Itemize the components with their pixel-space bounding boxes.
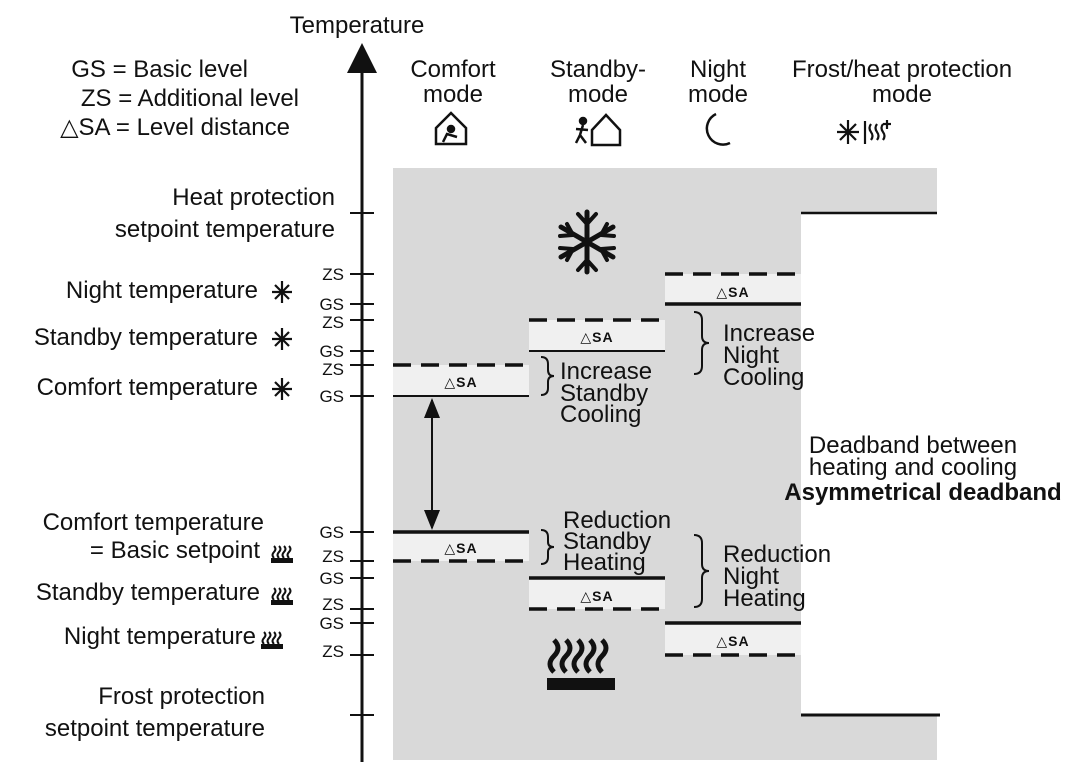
tick-label-zs: ZS [322, 313, 344, 332]
comfort-cooling-sa-band [393, 365, 529, 396]
tick-label-zs: ZS [322, 360, 344, 379]
tick-label-zs: ZS [322, 642, 344, 661]
tick-label-zs: ZS [322, 547, 344, 566]
frost-protection-label-line2: setpoint temperature [45, 715, 265, 742]
legend-zs: ZS = Additional level [81, 85, 299, 112]
heater-icon [547, 638, 615, 690]
standby-heating-label: Standby temperature [36, 579, 260, 606]
tick-label-gs: GS [319, 342, 344, 361]
increase-night-line1: Increase [723, 320, 815, 347]
brace-increase-standby [540, 356, 555, 396]
night-cooling-sa-label: △SA [716, 284, 749, 300]
frost-protection-label-line1: Frost protection [98, 683, 265, 710]
comfort-cooling-sa-label: △SA [444, 374, 477, 390]
standby-heating-sa-label: △SA [580, 588, 613, 604]
heat-protection-label-line1: Heat protection [172, 184, 335, 211]
mode-standby-line2: mode [568, 81, 628, 108]
standby-cooling-sa-label: △SA [580, 329, 613, 345]
reduction-night-line2: Night [723, 563, 779, 590]
night-cooling-label: Night temperature [66, 277, 258, 304]
reduction-night-line1: Reduction [723, 541, 831, 568]
brace-increase-night [693, 311, 710, 375]
standby-cooling-sa-band [529, 320, 665, 351]
moon-icon [705, 112, 731, 146]
reduction-standby-line3: Heating [563, 549, 646, 576]
temperature-axis-label: Temperature [290, 12, 425, 39]
snowflake-icon [558, 209, 616, 275]
tick-label-gs: GS [319, 295, 344, 314]
tick-label-gs: GS [319, 569, 344, 588]
mode-comfort-line2: mode [423, 81, 483, 108]
tick-label-gs: GS [319, 523, 344, 542]
increase-standby-line1: Increase [560, 358, 652, 385]
small-snowflake-icon [272, 281, 292, 303]
standby-mode-icon [574, 113, 622, 147]
deadband-line1: Deadband between [809, 432, 1017, 459]
reduction-standby-line2: Standby [563, 528, 651, 555]
brace-reduction-night [693, 534, 710, 608]
night-heating-sa-band [665, 623, 801, 655]
reduction-standby-line1: Reduction [563, 507, 671, 534]
small-snowflake-icon [272, 328, 292, 350]
increase-standby-line2: Standby [560, 380, 648, 407]
standby-cooling-label: Standby temperature [34, 324, 258, 351]
deadband-line2: heating and cooling [809, 454, 1017, 481]
small-heater-icon [271, 545, 293, 563]
comfort-heating-sa-band [393, 532, 529, 561]
deadband-type: Asymmetrical deadband [784, 479, 1061, 506]
mode-frost-line2: mode [872, 81, 932, 108]
comfort-heating-label-line2: = Basic setpoint [90, 537, 260, 564]
axis-ticks [350, 212, 374, 716]
night-heating-label: Night temperature [64, 623, 256, 650]
heat-protection-label-line2: setpoint temperature [115, 216, 335, 243]
frost-heat-protection-icon [837, 120, 891, 144]
increase-standby-line3: Cooling [560, 401, 641, 428]
mode-night-line1: Night [690, 56, 746, 83]
mode-standby-line1: Standby- [550, 56, 646, 83]
increase-night-line3: Cooling [723, 364, 804, 391]
standby-heating-sa-band [529, 578, 665, 609]
small-snowflake-icon [272, 378, 292, 400]
tick-label-gs: GS [319, 614, 344, 633]
increase-night-line2: Night [723, 342, 779, 369]
comfort-heating-label-line1: Comfort temperature [43, 509, 264, 536]
legend-sa: △SA = Level distance [60, 114, 290, 141]
night-cooling-sa-band [665, 274, 801, 304]
small-heater-icon [271, 587, 293, 605]
legend-gs: GS = Basic level [71, 56, 248, 83]
comfort-mode-icon [434, 111, 468, 146]
brace-reduction-standby [540, 529, 555, 565]
comfort-cooling-label: Comfort temperature [37, 374, 258, 401]
mode-comfort-line1: Comfort [410, 56, 496, 83]
reduction-night-line3: Heating [723, 585, 806, 612]
tick-label-zs: ZS [322, 595, 344, 614]
mode-frost-line1: Frost/heat protection [792, 56, 1012, 83]
comfort-heating-sa-label: △SA [444, 540, 477, 556]
tick-label-gs: GS [319, 387, 344, 406]
small-heater-icon [261, 631, 283, 649]
night-heating-sa-label: △SA [716, 633, 749, 649]
operating-region [393, 168, 937, 760]
mode-night-line2: mode [688, 81, 748, 108]
tick-label-zs: ZS [322, 265, 344, 284]
